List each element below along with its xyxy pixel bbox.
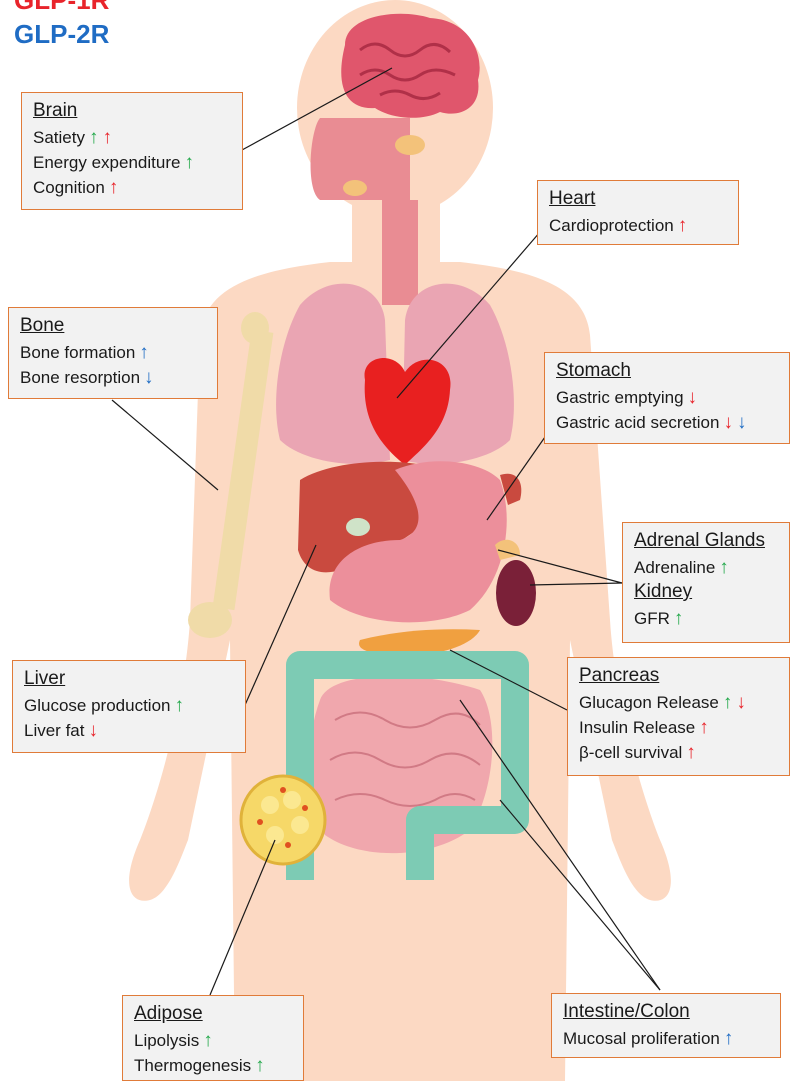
effect-row: Insulin Release↑ — [579, 715, 779, 740]
effect-label: Glucose production — [24, 696, 170, 715]
effect-row: Liver fat↓ — [24, 718, 235, 743]
legend-glp2r: GLP-2R — [14, 20, 109, 48]
effect-row: β-cell survival↑ — [579, 740, 779, 765]
effect-row: Bone formation↑ — [20, 340, 207, 365]
arrow-up-green-icon: ↑ — [203, 1028, 213, 1053]
arrow-up-red-icon: ↑ — [109, 175, 119, 200]
arrow-down-red-icon: ↓ — [88, 718, 98, 743]
effect-label: Insulin Release — [579, 718, 695, 737]
effect-row: Thermogenesis↑ — [134, 1053, 293, 1078]
effect-label: Gastric emptying — [556, 388, 684, 407]
box-title: Pancreas — [579, 664, 779, 688]
effect-label: Energy expenditure — [33, 153, 180, 172]
effect-row: Energy expenditure↑ — [33, 150, 232, 175]
arrow-up-blue-icon: ↑ — [724, 1026, 734, 1051]
box-title: Liver — [24, 667, 235, 691]
box-title: Brain — [33, 99, 232, 123]
effect-label: Thermogenesis — [134, 1056, 251, 1075]
effect-row: Glucagon Release↑↓ — [579, 690, 779, 715]
effect-row: Lipolysis↑ — [134, 1028, 293, 1053]
arrow-up-green-icon: ↑ — [89, 125, 99, 150]
effect-row: Gastric acid secretion↓↓ — [556, 410, 779, 435]
effect-label: Satiety — [33, 128, 85, 147]
box-title: Bone — [20, 314, 207, 338]
effect-label: Liver fat — [24, 721, 84, 740]
arrow-down-red-icon: ↓ — [688, 385, 698, 410]
effect-label: Bone formation — [20, 343, 135, 362]
arrow-up-green-icon: ↑ — [719, 555, 729, 580]
effect-label: Bone resorption — [20, 368, 140, 387]
effect-label: Cardioprotection — [549, 216, 674, 235]
box-title: Heart — [549, 187, 728, 211]
box-title: Adrenal Glands — [634, 529, 779, 553]
legend-glp1r: GLP-1R — [14, 0, 109, 14]
arrow-down-red-icon: ↓ — [736, 690, 746, 715]
effect-row: Satiety↑↑ — [33, 125, 232, 150]
arrow-up-green-icon: ↑ — [255, 1053, 265, 1078]
arrow-up-red-icon: ↑ — [678, 213, 688, 238]
effect-label: Adrenaline — [634, 558, 715, 577]
arrow-down-blue-icon: ↓ — [737, 410, 747, 435]
arrow-down-blue-icon: ↓ — [144, 365, 154, 390]
effect-label: Gastric acid secretion — [556, 413, 719, 432]
adipose-cells — [241, 776, 325, 864]
effect-label: GFR — [634, 609, 670, 628]
effect-label: Glucagon Release — [579, 693, 719, 712]
arrow-up-green-icon: ↑ — [723, 690, 733, 715]
box-title: Stomach — [556, 359, 779, 383]
effect-label: β-cell survival — [579, 743, 682, 762]
effect-label: Mucosal proliferation — [563, 1029, 720, 1048]
arrow-up-green-icon: ↑ — [174, 693, 184, 718]
box-title: Kidney — [634, 580, 779, 604]
effect-row: Adrenaline↑ — [634, 555, 779, 580]
effect-row: Gastric emptying↓ — [556, 385, 779, 410]
gallbladder — [346, 518, 370, 536]
box-title: Intestine/Colon — [563, 1000, 770, 1024]
arrow-up-red-icon: ↑ — [102, 125, 112, 150]
effect-row: Cognition↑ — [33, 175, 232, 200]
arrow-up-red-icon: ↑ — [699, 715, 709, 740]
arrow-down-red-icon: ↓ — [723, 410, 733, 435]
effect-label: Cognition — [33, 178, 105, 197]
effect-row: GFR↑ — [634, 606, 779, 631]
kidney-organ — [496, 560, 536, 626]
box-title: Adipose — [134, 1002, 293, 1026]
arrow-up-green-icon: ↑ — [674, 606, 684, 631]
effect-label: Lipolysis — [134, 1031, 199, 1050]
arrow-up-blue-icon: ↑ — [139, 340, 149, 365]
effect-row: Mucosal proliferation↑ — [563, 1026, 770, 1051]
effect-row: Bone resorption↓ — [20, 365, 207, 390]
brain-organ — [341, 14, 479, 118]
effect-row: Cardioprotection↑ — [549, 213, 728, 238]
arrow-up-red-icon: ↑ — [686, 740, 696, 765]
effect-row: Glucose production↑ — [24, 693, 235, 718]
arrow-up-green-icon: ↑ — [184, 150, 194, 175]
